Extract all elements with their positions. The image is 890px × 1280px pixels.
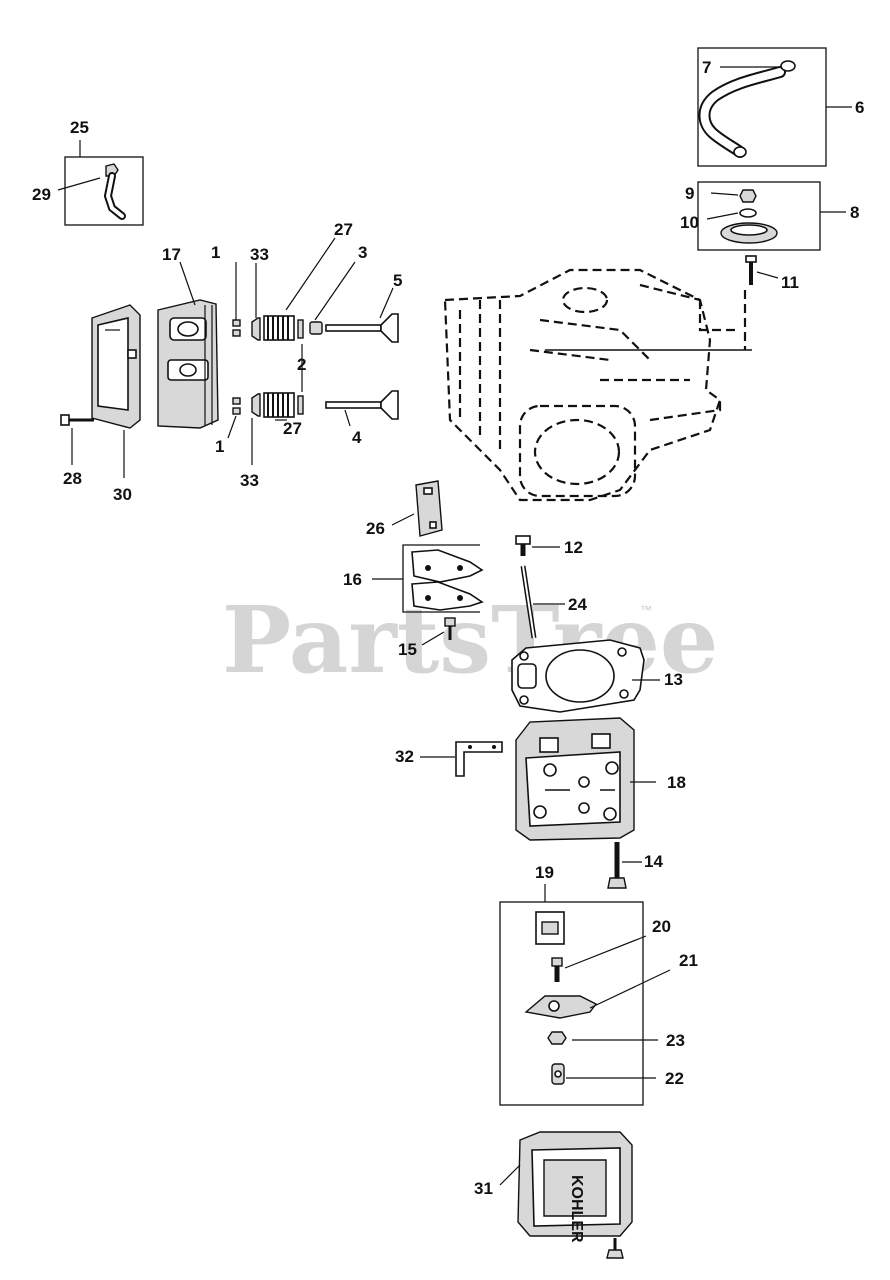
breather-cover-icon xyxy=(720,222,778,244)
callout-19: 19 xyxy=(535,863,554,882)
box-hose-kit xyxy=(64,156,144,226)
callout-6: 6 xyxy=(855,98,864,117)
head-gasket-icon xyxy=(511,639,645,713)
callout-5: 5 xyxy=(393,271,402,290)
callout-10: 10 xyxy=(680,213,699,232)
callout-21: 21 xyxy=(679,951,698,970)
valve-spring-upper-icon xyxy=(263,315,295,341)
callout-16: 16 xyxy=(343,570,362,589)
rocker-plate-icon xyxy=(535,911,565,945)
callout-29: 29 xyxy=(32,185,51,204)
engine-block-outline xyxy=(443,268,752,502)
rocker-pivot-icon xyxy=(547,1031,567,1045)
hose-clamp-icon xyxy=(103,163,126,220)
screw-15-icon xyxy=(444,617,456,640)
callout-20: 20 xyxy=(652,917,671,936)
valve-keeper-upper-icon xyxy=(232,319,241,337)
exhaust-gasket-icon xyxy=(411,581,484,611)
callout-3: 3 xyxy=(358,243,367,262)
adjuster-nut-icon xyxy=(551,1063,565,1085)
callout-18: 18 xyxy=(667,773,686,792)
push-rod-icon xyxy=(520,565,537,639)
screw-12-icon xyxy=(515,535,531,556)
box-breather-cover xyxy=(697,181,821,251)
box-rocker-kit xyxy=(499,901,644,1106)
callout-24: 24 xyxy=(568,595,587,614)
callout-32: 32 xyxy=(395,747,414,766)
callout-2: 2 xyxy=(297,355,306,374)
intake-valve-icon xyxy=(325,390,399,420)
callout-15: 15 xyxy=(398,640,417,659)
callout-4: 4 xyxy=(352,428,362,447)
intake-gasket-icon xyxy=(411,549,484,583)
head-bolt-icon xyxy=(607,842,627,889)
valve-cover-logo-text: KOHLER xyxy=(568,1175,585,1243)
callout-14: 14 xyxy=(644,852,663,871)
breather-hose-icon xyxy=(698,60,796,158)
callout-11: 11 xyxy=(781,273,799,292)
callout-7: 7 xyxy=(702,58,711,77)
watermark-trademark: ™ xyxy=(640,603,652,617)
rocker-arm-icon xyxy=(524,995,598,1019)
valve-cover-icon: KOHLER xyxy=(517,1131,633,1243)
callout-1-upper: 1 xyxy=(211,243,220,262)
cylinder-head-icon xyxy=(515,717,635,841)
callout-1-lower: 1 xyxy=(215,437,224,456)
callout-25: 25 xyxy=(70,118,89,137)
box-breather-hose xyxy=(697,47,827,167)
callout-22: 22 xyxy=(665,1069,684,1088)
callout-27-upper: 27 xyxy=(334,220,353,239)
callout-9: 9 xyxy=(685,184,694,203)
callout-30: 30 xyxy=(113,485,132,504)
callout-33-upper: 33 xyxy=(250,245,269,264)
valve-cap-upper-icon xyxy=(251,317,261,341)
exhaust-valve-icon xyxy=(325,313,399,343)
callout-8: 8 xyxy=(850,203,859,222)
valve-seal-upper-icon xyxy=(297,319,304,339)
callout-26: 26 xyxy=(366,519,385,538)
screw-11-icon xyxy=(745,255,757,285)
cylinder-head-side-icon xyxy=(157,299,219,429)
rocker-stud-icon xyxy=(551,957,563,982)
callout-13: 13 xyxy=(664,670,683,689)
valve-spring-lower-icon xyxy=(263,392,295,418)
valve-cover-bolt-icon xyxy=(606,1238,624,1259)
oil-deflector-icon xyxy=(415,480,443,537)
callout-33-lower: 33 xyxy=(240,471,259,490)
callout-17: 17 xyxy=(162,245,181,264)
callout-23: 23 xyxy=(666,1031,685,1050)
callout-28: 28 xyxy=(63,469,82,488)
valve-cap-lower-icon xyxy=(251,393,261,417)
bracket-icon xyxy=(455,741,503,777)
callout-12: 12 xyxy=(564,538,583,557)
callout-27-lower: 27 xyxy=(283,419,302,438)
valve-seal-lower-icon xyxy=(297,395,304,415)
breather-nut-icon xyxy=(739,189,757,203)
valve-cover-screw-icon xyxy=(60,414,94,426)
valve-guide-upper-icon xyxy=(309,321,323,335)
valve-keeper-lower-icon xyxy=(232,397,241,415)
valve-cover-side-icon xyxy=(91,304,141,429)
breather-washer-icon xyxy=(739,208,757,218)
callout-31: 31 xyxy=(474,1179,493,1198)
